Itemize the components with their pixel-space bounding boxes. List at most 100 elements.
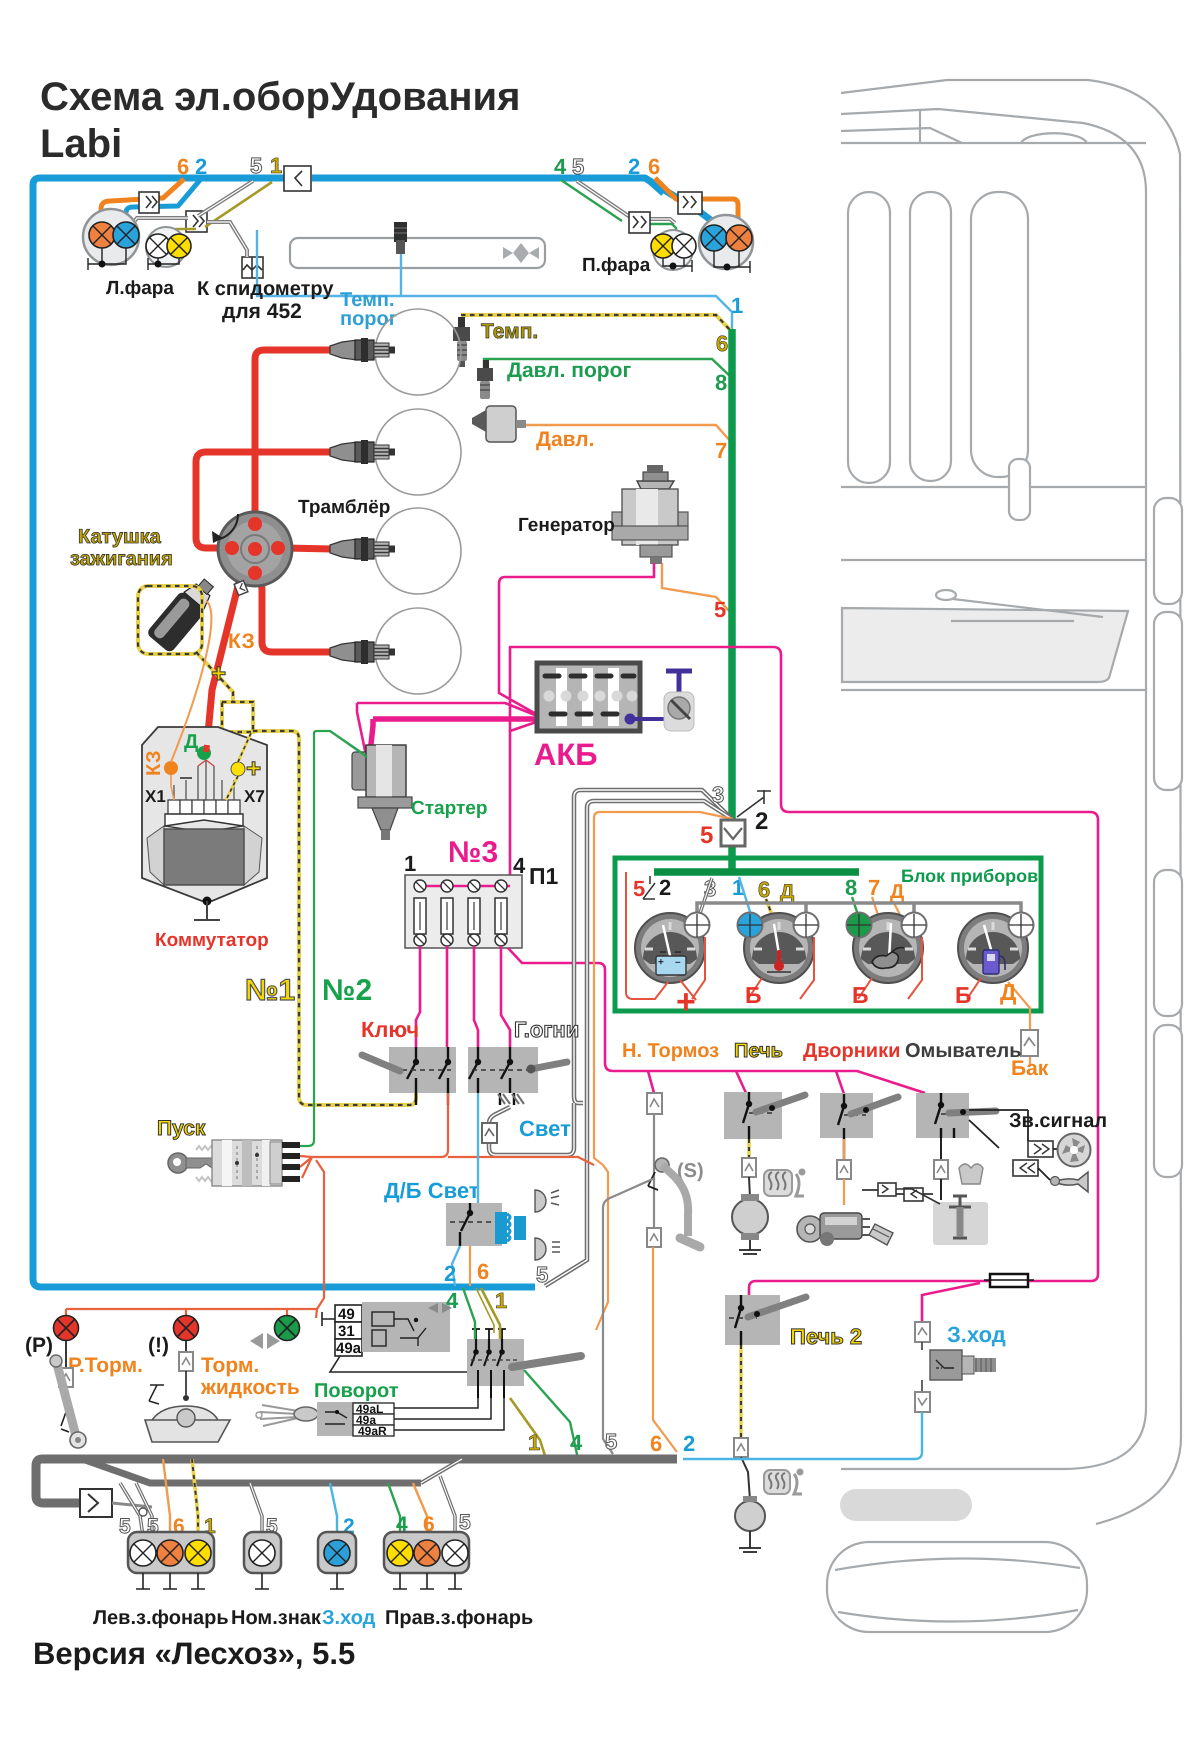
svg-text:КЗ: КЗ xyxy=(228,630,255,653)
svg-text:Торм.: Торм. xyxy=(201,1354,259,1377)
svg-text:КЗ: КЗ xyxy=(143,751,165,776)
svg-text:2: 2 xyxy=(755,808,768,835)
svg-text:Давл. порог: Давл. порог xyxy=(507,359,631,382)
svg-text:Х7: Х7 xyxy=(244,787,265,806)
svg-text:8: 8 xyxy=(845,875,857,900)
svg-text:Г.огни: Г.огни xyxy=(514,1017,579,1042)
svg-text:АКБ: АКБ xyxy=(534,737,598,772)
svg-text:6: 6 xyxy=(648,154,660,179)
svg-text:Л.фара: Л.фара xyxy=(106,278,174,299)
svg-text:Н. Тормоз: Н. Тормоз xyxy=(622,1040,719,1062)
svg-text:1: 1 xyxy=(270,153,282,178)
svg-text:–: – xyxy=(675,957,681,968)
svg-text:6: 6 xyxy=(177,154,189,179)
svg-text:К спидометру: К спидометру xyxy=(197,278,334,300)
svg-text:6: 6 xyxy=(650,1431,662,1456)
svg-text:№1: №1 xyxy=(245,974,295,1007)
svg-text:Labi: Labi xyxy=(40,122,122,166)
svg-text:49: 49 xyxy=(338,1306,355,1323)
svg-text:З.ход: З.ход xyxy=(322,1607,376,1629)
svg-text:Б: Б xyxy=(745,982,762,1008)
svg-text:4: 4 xyxy=(554,154,567,179)
svg-text:Омыватель: Омыватель xyxy=(905,1040,1022,1062)
svg-text:1: 1 xyxy=(404,851,416,876)
svg-text:3: 3 xyxy=(712,782,724,807)
svg-text:Х1: Х1 xyxy=(145,787,166,806)
svg-text:Дворники: Дворники xyxy=(803,1040,900,1062)
svg-text:5: 5 xyxy=(536,1262,548,1287)
svg-text:5: 5 xyxy=(459,1511,471,1534)
svg-text:Свет: Свет xyxy=(519,1116,571,1141)
svg-text:7: 7 xyxy=(715,438,727,463)
svg-text:2: 2 xyxy=(343,1515,355,1538)
svg-text:5: 5 xyxy=(633,876,645,901)
svg-text:Б: Б xyxy=(955,982,972,1008)
svg-text:Д/Б Свет: Д/Б Свет xyxy=(384,1178,480,1203)
svg-text:5: 5 xyxy=(119,1515,131,1538)
svg-text:порог: порог xyxy=(340,308,397,330)
svg-text:7: 7 xyxy=(868,875,880,900)
svg-text:2: 2 xyxy=(195,154,207,179)
svg-text:6: 6 xyxy=(423,1513,435,1536)
svg-text:Блок приборов: Блок приборов xyxy=(901,866,1038,886)
svg-text:+: + xyxy=(246,753,261,783)
svg-text:Катушка: Катушка xyxy=(78,526,162,548)
svg-text:49a: 49a xyxy=(356,1413,376,1427)
svg-text:4: 4 xyxy=(396,1513,408,1536)
svg-text:5: 5 xyxy=(250,153,262,178)
svg-text:Бак: Бак xyxy=(1011,1057,1049,1080)
svg-text:5: 5 xyxy=(605,1429,617,1454)
svg-text:для 452: для 452 xyxy=(222,300,302,323)
svg-text:Д: Д xyxy=(1000,979,1016,1005)
svg-text:6: 6 xyxy=(758,877,770,902)
svg-text:Коммутатор: Коммутатор xyxy=(155,930,269,951)
svg-text:(S): (S) xyxy=(677,1160,704,1182)
svg-text:49a: 49a xyxy=(336,1340,362,1357)
svg-text:6: 6 xyxy=(173,1515,185,1538)
svg-text:2: 2 xyxy=(683,1431,695,1456)
svg-text:4: 4 xyxy=(570,1430,583,1455)
svg-text:П1: П1 xyxy=(529,863,559,889)
svg-text:+: + xyxy=(676,983,696,1021)
svg-text:1: 1 xyxy=(495,1288,507,1313)
svg-text:Темп.: Темп. xyxy=(481,320,538,343)
svg-text:49aL: 49aL xyxy=(356,1402,383,1416)
svg-text:4: 4 xyxy=(446,1288,459,1313)
svg-text:жидкость: жидкость xyxy=(200,1376,300,1399)
svg-text:1: 1 xyxy=(528,1430,540,1455)
svg-text:№2: №2 xyxy=(322,974,372,1007)
svg-text:8: 8 xyxy=(715,370,727,395)
svg-text:2: 2 xyxy=(659,875,671,900)
svg-text:Зв.сигнал: Зв.сигнал xyxy=(1009,1110,1107,1132)
svg-text:Пуск: Пуск xyxy=(157,1117,206,1140)
svg-text:Поворот: Поворот xyxy=(314,1380,399,1402)
svg-text:4: 4 xyxy=(513,853,526,878)
svg-text:№3: №3 xyxy=(448,836,498,869)
svg-text:5: 5 xyxy=(714,597,726,622)
svg-text:Стартер: Стартер xyxy=(411,798,487,819)
svg-text:Печь: Печь xyxy=(734,1040,783,1062)
svg-text:2: 2 xyxy=(628,154,640,179)
svg-text:Д: Д xyxy=(780,881,794,903)
svg-text:(Р): (Р) xyxy=(25,1334,53,1357)
svg-text:5: 5 xyxy=(700,822,713,849)
svg-text:Темп.: Темп. xyxy=(340,289,395,311)
svg-text:Д: Д xyxy=(890,881,904,903)
svg-text:Р.Торм.: Р.Торм. xyxy=(68,1354,143,1377)
svg-text:31: 31 xyxy=(338,1323,355,1340)
svg-text:Ном.знак: Ном.знак xyxy=(231,1607,322,1629)
svg-text:Лев.з.фонарь: Лев.з.фонарь xyxy=(93,1607,229,1629)
svg-text:Давл.: Давл. xyxy=(536,428,594,451)
svg-text:П.фара: П.фара xyxy=(582,255,651,276)
svg-text:49aR: 49aR xyxy=(358,1424,387,1438)
svg-text:6: 6 xyxy=(477,1259,489,1284)
svg-text:Версия «Лесхоз», 5.5: Версия «Лесхоз», 5.5 xyxy=(33,1636,355,1671)
svg-text:Схема эл.оборУдования: Схема эл.оборУдования xyxy=(40,75,521,119)
svg-text:1: 1 xyxy=(731,293,743,318)
svg-text:Б: Б xyxy=(852,982,869,1008)
svg-text:Трамблёр: Трамблёр xyxy=(298,497,390,518)
svg-text:Д: Д xyxy=(184,731,198,753)
svg-text:Печь 2: Печь 2 xyxy=(790,1324,862,1349)
svg-text:+: + xyxy=(658,957,664,968)
svg-text:5: 5 xyxy=(572,154,584,179)
